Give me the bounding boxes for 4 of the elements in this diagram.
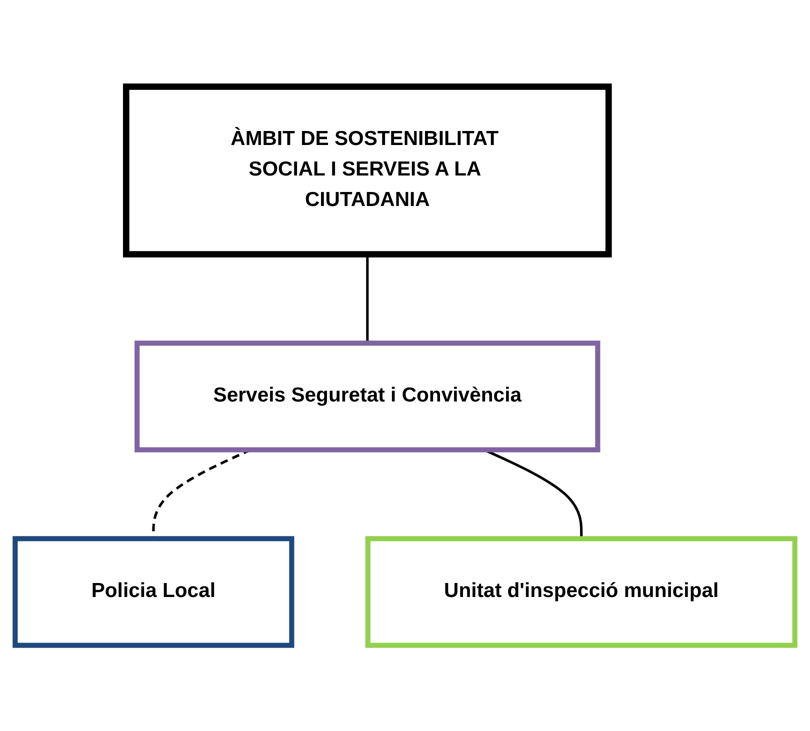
node-box: ÀMBIT DE SOSTENIBILITAT SOCIAL I SERVEIS A LA CIUTADANIA [123,83,612,257]
node-box: Policia Local [12,536,294,648]
node-box: Unitat d'inspecció municipal [365,536,798,648]
node-box: Serveis Seguretat i Convivència [134,340,600,452]
